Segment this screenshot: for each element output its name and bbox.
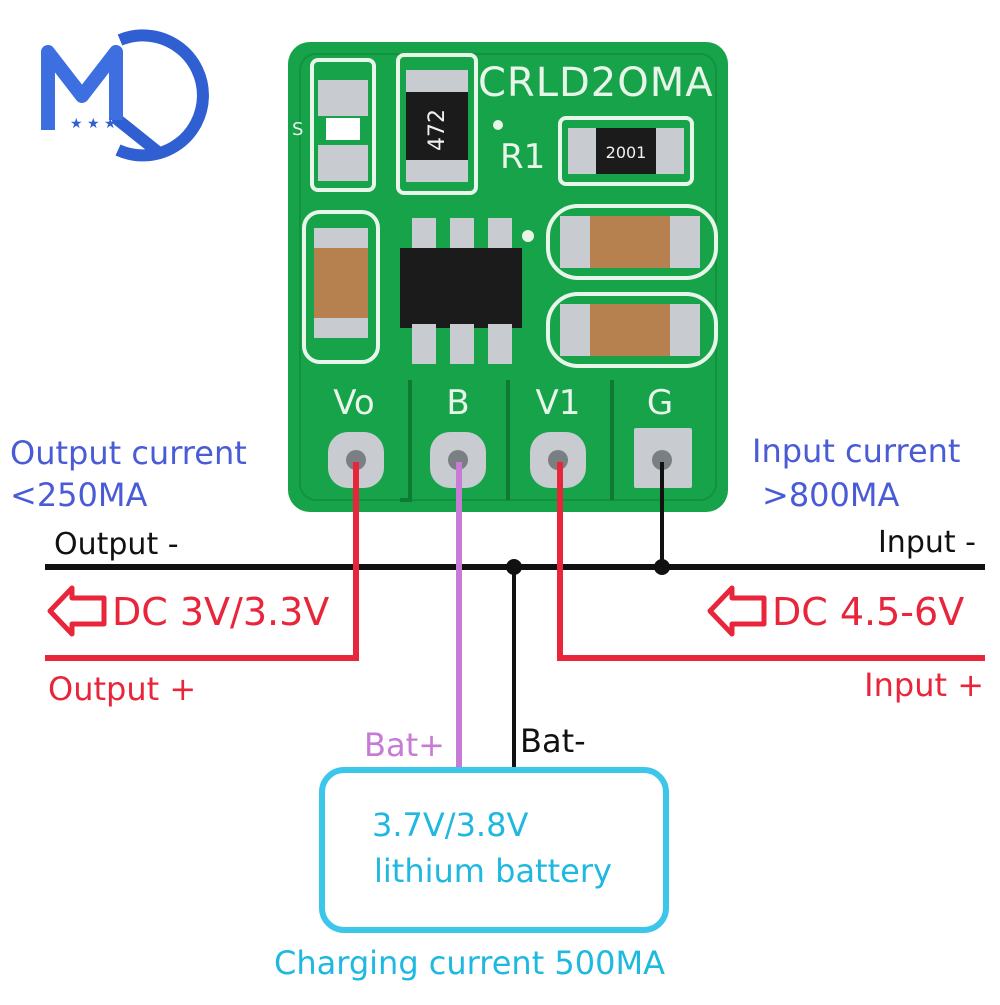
capacitor-right-top	[546, 204, 718, 280]
pin-pad-vo	[328, 432, 384, 488]
board-title: CRLD2OMA	[478, 60, 714, 106]
dc-input-label: DC 4.5-6V	[772, 590, 964, 634]
resistor-2001-text: 2001	[606, 143, 647, 162]
input-minus-label: Input -	[878, 525, 976, 560]
pcb-board: S 472 CRLD2OMA R1 2001	[288, 42, 728, 512]
battery-voltage: 3.7V/3.8V	[372, 806, 528, 844]
pin-label-vo: Vo	[333, 383, 374, 423]
output-plus-label: Output +	[48, 670, 196, 708]
left-arrow-icon	[707, 585, 767, 637]
input-current-label: Input current	[752, 432, 960, 470]
charging-current-label: Charging current 500MA	[274, 944, 665, 982]
wires	[45, 462, 985, 770]
output-current-label: Output current	[10, 434, 247, 472]
output-minus-label: Output -	[54, 527, 179, 562]
pin-pad-b	[430, 432, 486, 488]
pin-pad-g	[634, 428, 692, 488]
junction-bat-minus	[506, 559, 522, 575]
dc-output-label: DC 3V/3.3V	[112, 590, 329, 634]
battery-box: 3.7V/3.8V lithium battery	[319, 767, 669, 933]
input-current-value: >800MA	[762, 476, 900, 514]
pin-label-v1: V1	[536, 383, 581, 423]
resistor-472-text: 472	[425, 109, 450, 151]
battery-type: lithium battery	[374, 852, 612, 890]
junction-g	[654, 559, 670, 575]
resistor-472: 472	[396, 53, 478, 195]
bat-minus-label: Bat-	[520, 722, 586, 760]
ic-chip	[400, 218, 534, 364]
pin-label-b: B	[446, 383, 469, 423]
led-mark: S	[292, 119, 303, 140]
input-plus-label: Input +	[864, 666, 984, 704]
capacitor-right-bottom	[546, 292, 718, 368]
led-component: S	[292, 58, 376, 192]
output-plus-wire	[45, 462, 359, 661]
mq-logo-icon: ★ ★ ★	[41, 29, 209, 162]
svg-text:★ ★ ★: ★ ★ ★	[70, 116, 117, 132]
input-plus-wire	[557, 462, 985, 661]
output-current-value: <250MA	[10, 476, 148, 514]
pin-label-g: G	[647, 383, 673, 423]
bat-plus-label: Bat+	[364, 726, 445, 764]
r1-label: R1	[500, 137, 545, 177]
resistor-2001: 2001	[558, 116, 694, 186]
capacitor-left	[302, 210, 380, 364]
left-arrow-icon	[47, 585, 107, 637]
